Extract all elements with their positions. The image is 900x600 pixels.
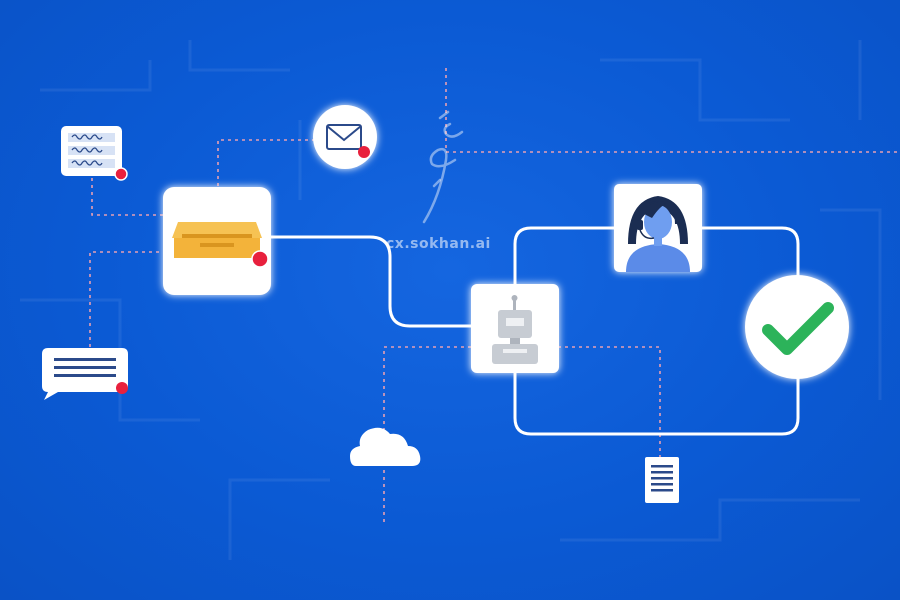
cloud-icon	[350, 427, 421, 466]
watermark-url: cx.sokhan.ai	[386, 236, 491, 252]
notification-dot	[116, 382, 128, 394]
notification-dot	[358, 146, 370, 158]
connector-inbox-bot	[269, 235, 473, 328]
notification-dot	[251, 250, 269, 268]
background-circuit-lines	[20, 40, 882, 560]
agent-node	[614, 184, 702, 272]
robot-icon	[492, 295, 538, 364]
inbox-tray-icon	[172, 222, 262, 258]
notes-card-icon	[68, 133, 115, 168]
dotted-line-bot-document	[558, 346, 661, 457]
notification-dot	[114, 167, 128, 181]
connector-bot-agent	[513, 226, 616, 286]
document-node	[645, 457, 679, 503]
resolved-node	[745, 275, 849, 379]
dotted-line-notes-inbox	[91, 178, 163, 216]
connector-check-bot	[513, 371, 800, 436]
email-node	[313, 105, 377, 169]
solid-connectors	[269, 226, 800, 436]
inbox-node	[163, 187, 271, 295]
checkmark-icon	[762, 302, 834, 355]
dotted-line-top-right	[445, 68, 899, 153]
dotted-line-inbox-email	[217, 139, 314, 186]
calligraphy-logo-icon	[422, 110, 464, 224]
chat-bubble-node	[42, 348, 128, 400]
notes-card-node	[61, 126, 128, 181]
cloud-node	[350, 427, 421, 466]
bot-node	[471, 284, 559, 373]
connector-agent-check	[700, 226, 800, 277]
document-icon	[651, 465, 673, 492]
headset-agent-icon	[626, 196, 690, 272]
envelope-icon	[326, 124, 362, 150]
